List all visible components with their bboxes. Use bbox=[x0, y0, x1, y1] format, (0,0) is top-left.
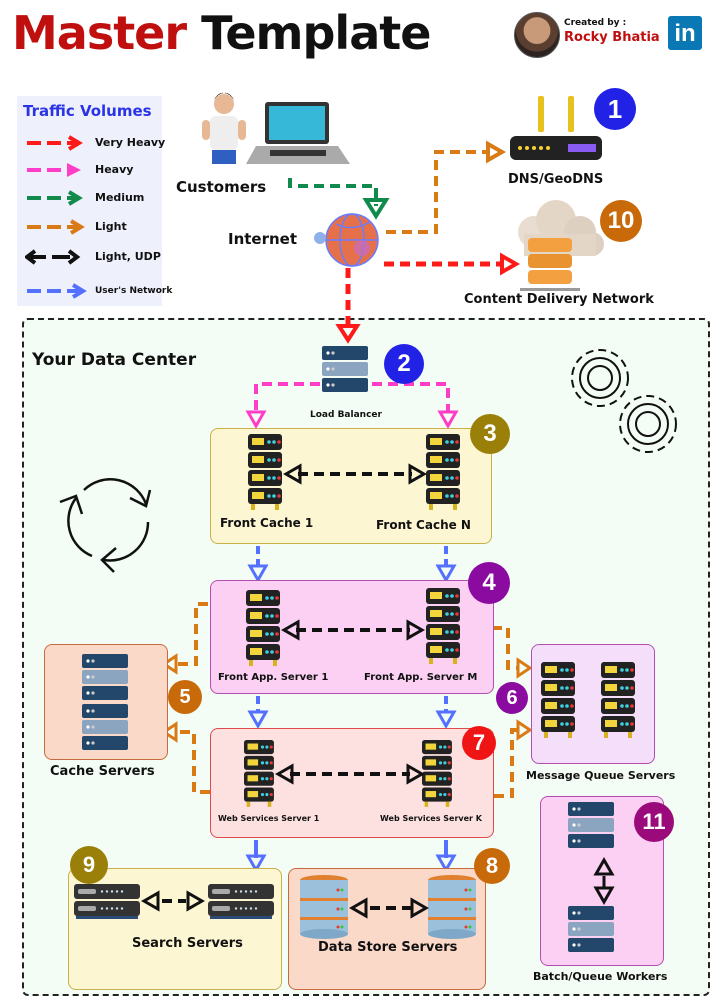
udp-arrow-front-cache bbox=[282, 463, 428, 485]
web-services-1-server-icon bbox=[244, 740, 274, 807]
search-server-1-icon bbox=[74, 884, 140, 919]
data-store-2-icon bbox=[428, 875, 476, 939]
badge-9: 9 bbox=[70, 846, 108, 884]
front-cache-1-label: Front Cache 1 bbox=[220, 516, 314, 530]
internet-globe-icon bbox=[314, 213, 379, 267]
legend-label: Light bbox=[95, 220, 127, 233]
cache-server-2-icon bbox=[82, 704, 128, 750]
customer-person-icon bbox=[202, 92, 246, 164]
arrow-internet-cdn bbox=[384, 252, 521, 276]
legend-item-light: Light bbox=[25, 218, 160, 236]
front-cache-servers bbox=[210, 428, 490, 542]
arrow-lb-front-cache bbox=[245, 382, 459, 430]
udp-arrow-search bbox=[140, 890, 206, 912]
arrow-very-heavy-icon bbox=[27, 135, 83, 151]
arrow-heavy-icon bbox=[27, 163, 81, 177]
avatar bbox=[514, 12, 560, 58]
arrow-light-icon bbox=[27, 219, 85, 235]
badge-6: 6 bbox=[496, 682, 528, 714]
arrow-medium-icon bbox=[27, 190, 83, 206]
search-server-2-icon bbox=[208, 884, 274, 919]
arrow-customer-internet bbox=[288, 178, 390, 220]
arrow-users-network-icon bbox=[27, 283, 87, 299]
badge-1: 1 bbox=[594, 88, 636, 130]
message-queue-server-2-icon bbox=[601, 662, 635, 738]
dns-router-icon bbox=[510, 96, 602, 160]
batch-workers-label: Batch/Queue Workers bbox=[533, 970, 668, 983]
cache-servers-icons bbox=[82, 654, 128, 750]
legend-item-light-udp: Light, UDP bbox=[25, 248, 161, 266]
title-part-template: Template bbox=[201, 6, 431, 60]
web-services-k-server-icon bbox=[422, 740, 452, 807]
data-store-1-icon bbox=[300, 875, 348, 939]
badge-11: 11 bbox=[634, 802, 674, 842]
data-center-title: Your Data Center bbox=[32, 350, 197, 370]
legend-label: Heavy bbox=[95, 163, 134, 176]
data-store-label: Data Store Servers bbox=[318, 940, 458, 955]
badge-10: 10 bbox=[600, 200, 642, 242]
udp-arrow-web-services bbox=[274, 763, 426, 785]
legend-item-medium: Medium bbox=[25, 189, 160, 207]
cycle-arrows-icon bbox=[59, 478, 152, 573]
laptop-icon bbox=[246, 102, 350, 164]
cache-server-1-icon bbox=[82, 654, 128, 700]
batch-workers-icons bbox=[568, 802, 615, 952]
linkedin-icon[interactable]: in bbox=[668, 16, 702, 50]
message-queue-label: Message Queue Servers bbox=[526, 769, 676, 782]
badge-4: 4 bbox=[468, 562, 510, 604]
web-services-servers bbox=[210, 728, 492, 836]
title-part-master: Master bbox=[12, 6, 187, 60]
creator-credit: Created by : Rocky Bhatia in bbox=[514, 12, 714, 58]
legend-label: Very Heavy bbox=[95, 136, 166, 149]
cache-servers-label: Cache Servers bbox=[50, 764, 155, 779]
front-app-servers bbox=[210, 580, 492, 692]
badge-3: 3 bbox=[470, 414, 510, 454]
cdn-label: Content Delivery Network bbox=[464, 292, 654, 307]
udp-arrow-batch bbox=[593, 856, 615, 906]
dns-label: DNS/GeoDNS bbox=[508, 172, 604, 187]
udp-arrow-front-app bbox=[280, 619, 426, 641]
legend-item-users-network: User's Network bbox=[25, 282, 172, 300]
legend-title: Traffic Volumes bbox=[23, 102, 152, 120]
search-servers-icons bbox=[74, 884, 274, 919]
data-store-icons bbox=[300, 875, 476, 939]
arrow-internet-dns bbox=[386, 140, 507, 234]
badge-7: 7 bbox=[462, 726, 496, 760]
legend-item-very-heavy: Very Heavy bbox=[25, 134, 165, 152]
front-app-1-server-icon bbox=[246, 590, 280, 666]
traffic-legend: Traffic Volumes Very Heavy Heavy Medium … bbox=[17, 96, 172, 306]
gears-icon bbox=[571, 349, 677, 453]
legend-label: Medium bbox=[95, 191, 145, 204]
arrow-internet-load-balancer bbox=[335, 268, 361, 344]
front-app-m-label: Front App. Server M bbox=[364, 672, 478, 683]
udp-arrow-data-store bbox=[348, 897, 430, 919]
legend-label: User's Network bbox=[95, 286, 173, 296]
batch-worker-2-icon bbox=[568, 906, 614, 952]
page-title: Master Template bbox=[12, 6, 431, 60]
front-cache-n-label: Front Cache N bbox=[376, 518, 471, 532]
web-services-k-label: Web Services Server K bbox=[380, 814, 482, 823]
front-app-1-label: Front App. Server 1 bbox=[218, 672, 329, 683]
load-balancer-label: Load Balancer bbox=[310, 410, 382, 420]
badge-8: 8 bbox=[474, 848, 510, 884]
batch-worker-1-icon bbox=[568, 802, 614, 848]
front-app-m-server-icon bbox=[426, 588, 460, 664]
badge-2: 2 bbox=[384, 344, 424, 384]
internet-label: Internet bbox=[228, 230, 298, 248]
cdn-cloud-icon bbox=[518, 200, 604, 291]
arrow-light-udp-icon bbox=[25, 249, 81, 265]
creator-name: Rocky Bhatia bbox=[564, 30, 660, 45]
message-queue-server-1-icon bbox=[541, 662, 575, 738]
created-by-label: Created by : bbox=[564, 18, 627, 28]
legend-item-heavy: Heavy bbox=[25, 161, 160, 179]
web-services-1-label: Web Services Server 1 bbox=[218, 814, 320, 823]
customers-label: Customers bbox=[176, 178, 267, 196]
badge-5: 5 bbox=[168, 680, 202, 714]
search-servers-label: Search Servers bbox=[132, 936, 243, 951]
message-queue-icons bbox=[531, 644, 653, 762]
legend-label: Light, UDP bbox=[95, 250, 161, 263]
